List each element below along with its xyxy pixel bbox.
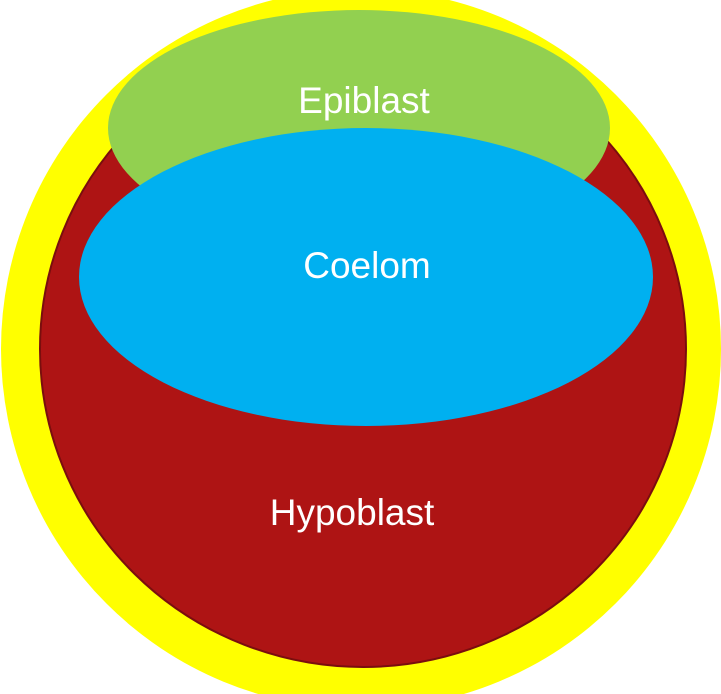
- coelom-label: Coelom: [303, 245, 431, 286]
- coelom-region: [79, 128, 653, 426]
- hypoblast-label: Hypoblast: [270, 492, 435, 533]
- epiblast-label: Epiblast: [298, 80, 430, 121]
